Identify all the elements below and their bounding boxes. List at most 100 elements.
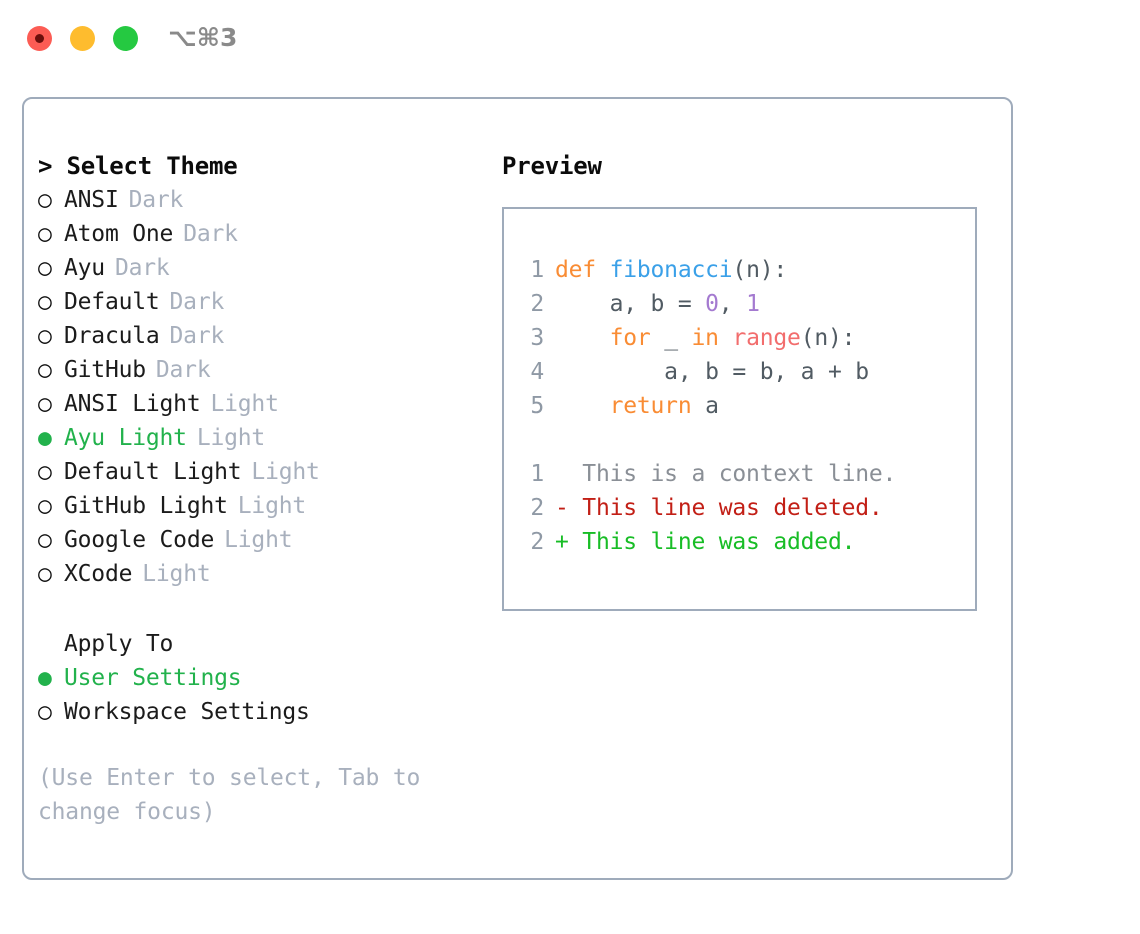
keyboard-shortcut-label: ⌥⌘3 — [168, 23, 238, 52]
apply-to-label: Workspace Settings — [64, 699, 310, 725]
theme-name: Atom One — [64, 221, 174, 247]
close-button[interactable] — [27, 26, 52, 51]
line-number: 2 — [530, 495, 544, 521]
code-spacer — [520, 423, 975, 457]
token-plain: (n): — [732, 257, 788, 283]
theme-kind-badge: Dark — [128, 187, 184, 213]
diff-text: + This line was added. — [555, 529, 856, 555]
token-num: 0 — [705, 291, 719, 317]
token-plain: , — [718, 291, 747, 317]
radio-unselected-icon: ○ — [38, 391, 52, 417]
token-fn: fibonacci — [609, 257, 733, 283]
theme-kind-badge: Dark — [169, 289, 225, 315]
minimize-button[interactable] — [70, 26, 95, 51]
radio-selected-icon: ● — [38, 425, 52, 451]
token-plain: a, b = b, a + b — [555, 359, 869, 385]
theme-option-ayu[interactable]: ○ Ayu Dark — [38, 251, 498, 285]
keyboard-hint-text: (Use Enter to select, Tab to change focu… — [38, 765, 421, 825]
token-num: 1 — [746, 291, 760, 317]
token-plain: (n): — [800, 325, 856, 351]
theme-kind-badge: Light — [251, 459, 320, 485]
theme-name: Default Light — [64, 459, 242, 485]
code-line: 5 return a — [520, 389, 975, 423]
token-kw: def — [555, 257, 610, 283]
code-text: def fibonacci(n): — [555, 253, 787, 287]
theme-name: GitHub — [64, 357, 146, 383]
theme-option-default[interactable]: ○ Default Dark — [38, 285, 498, 319]
theme-name: Ayu Light — [64, 425, 187, 451]
line-number: 5 — [530, 393, 544, 419]
radio-selected-icon: ● — [38, 665, 52, 691]
apply-to-header: Apply To — [64, 631, 174, 657]
radio-unselected-icon: ○ — [38, 699, 52, 725]
theme-option-atom-one[interactable]: ○ Atom One Dark — [38, 217, 498, 251]
token-plain — [555, 325, 610, 351]
apply-to-option-user-settings[interactable]: ● User Settings — [38, 661, 498, 695]
theme-kind-badge: Light — [196, 425, 266, 451]
code-text: a, b = 0, 1 — [555, 287, 760, 321]
theme-kind-badge: Light — [142, 561, 211, 587]
token-plain: a — [691, 393, 719, 419]
diff-line-ctx: 1 This is a context line. — [520, 457, 975, 491]
line-number: 2 — [530, 529, 544, 555]
theme-name: ANSI — [64, 187, 119, 213]
code-line: 1 def fibonacci(n): — [520, 253, 975, 287]
radio-unselected-icon: ○ — [38, 221, 52, 247]
diff-text: This is a context line. — [555, 461, 897, 487]
line-number: 4 — [530, 359, 544, 385]
zoom-button[interactable] — [113, 26, 138, 51]
theme-name: Dracula — [64, 323, 160, 349]
token-plain: _ — [650, 325, 692, 351]
radio-unselected-icon: ○ — [38, 289, 52, 315]
radio-unselected-icon: ○ — [38, 255, 52, 281]
code-line: 3 for _ in range(n): — [520, 321, 975, 355]
code-text: for _ in range(n): — [555, 321, 856, 355]
theme-name: XCode — [64, 561, 133, 587]
code-text: a, b = b, a + b — [555, 355, 869, 389]
theme-name: ANSI Light — [64, 391, 201, 417]
theme-kind-badge: Dark — [183, 221, 238, 247]
diff-text: - This line was deleted. — [555, 495, 883, 521]
theme-kind-badge: Dark — [114, 255, 170, 281]
code-line: 4 a, b = b, a + b — [520, 355, 975, 389]
title-bar: ⌥⌘3 — [0, 0, 1140, 78]
theme-kind-badge: Light — [237, 493, 307, 519]
token-call: range — [732, 325, 801, 351]
diff-line-add: 2 + This line was added. — [520, 525, 975, 559]
theme-name: Ayu — [64, 255, 105, 281]
token-kw: return — [609, 393, 692, 419]
apply-to-label: User Settings — [64, 665, 242, 691]
line-number: 3 — [530, 325, 544, 351]
apply-to-option-workspace-settings[interactable]: ○ Workspace Settings — [38, 695, 498, 729]
code-text: return a — [555, 389, 719, 423]
token-kw: for — [609, 325, 651, 351]
token-plain — [719, 325, 733, 351]
theme-option-default-light[interactable]: ○ Default Light Light — [38, 455, 498, 489]
token-plain — [555, 393, 610, 419]
theme-kind-badge: Light — [210, 391, 279, 417]
radio-unselected-icon: ○ — [38, 459, 52, 485]
line-number: 1 — [530, 257, 544, 283]
theme-option-ayu-light[interactable]: ● Ayu Light Light — [38, 421, 498, 455]
token-plain: a, b = — [555, 291, 706, 317]
theme-name: Default — [64, 289, 160, 315]
theme-kind-badge: Dark — [169, 323, 225, 349]
theme-option-ansi-light[interactable]: ○ ANSI Light Light — [38, 387, 498, 421]
theme-name: Google Code — [64, 527, 215, 553]
diff-sample: 1 This is a context line. 2 - This line wa… — [520, 457, 975, 559]
apply-to-list: ● User Settings ○ Workspace Settings — [38, 661, 498, 729]
theme-kind-badge: Dark — [155, 357, 211, 383]
